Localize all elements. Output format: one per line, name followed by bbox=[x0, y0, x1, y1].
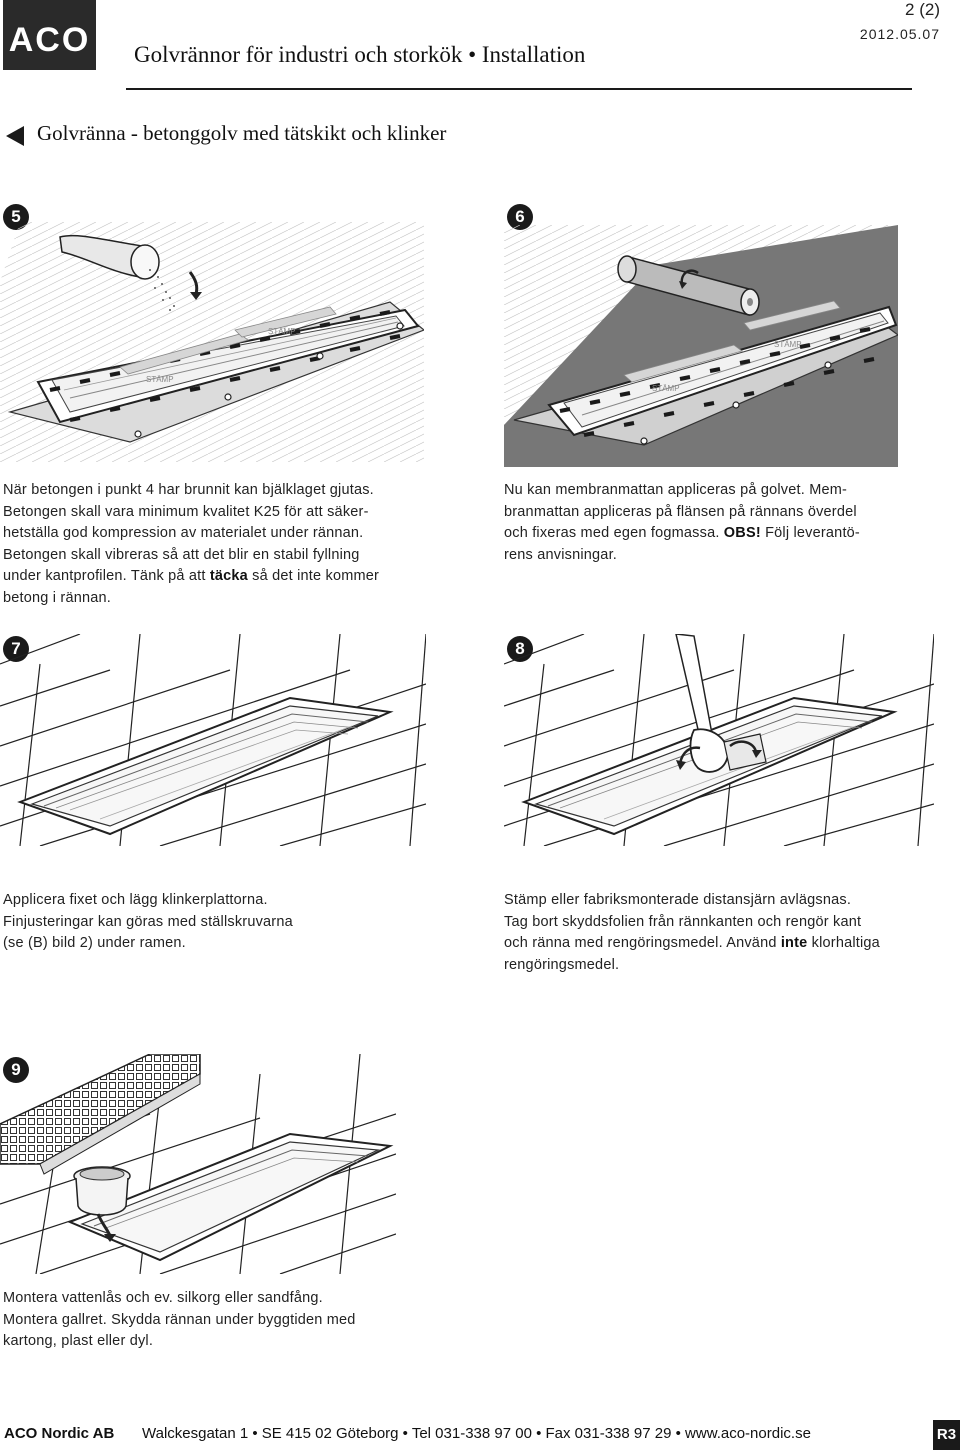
text-line: under kantprofilen. Tänk på att täcka så… bbox=[3, 568, 380, 584]
step-5-badge: 5 bbox=[3, 204, 29, 230]
text-line: hetställa god kompression av materialet … bbox=[3, 525, 364, 541]
text-line: rengöringsmedel. bbox=[504, 956, 620, 973]
document-title: Golvrännor för industri och storkök • In… bbox=[134, 42, 586, 67]
footer-company: ACO Nordic AB bbox=[4, 1425, 115, 1442]
text-line: När betongen i punkt 4 har brunnit kan b… bbox=[3, 482, 374, 498]
header-divider bbox=[126, 88, 912, 90]
stamp-label: STÄMP bbox=[652, 384, 680, 393]
text-line: Finjusteringar kan göras med ställskruva… bbox=[3, 913, 293, 930]
step-6-illustration: STÄMP STÄMP bbox=[504, 225, 898, 467]
step-9-badge: 9 bbox=[3, 1057, 29, 1083]
footer-address: Walckesgatan 1 • SE 415 02 Göteborg • Te… bbox=[142, 1425, 811, 1442]
logo-text: ACO bbox=[8, 20, 91, 59]
text-line: Applicera fixet och lägg klinkerplattorn… bbox=[3, 892, 268, 908]
document-date: 2012.05.07 bbox=[859, 26, 940, 42]
stamp-label: STÄMP bbox=[146, 375, 174, 384]
step-5-illustration: STÄMP STÄMP bbox=[0, 222, 424, 462]
text-line: Stämp eller fabriksmonterade distansjärn… bbox=[504, 892, 852, 908]
step-9-text: Montera vattenlås och ev. silkorg eller … bbox=[3, 1288, 423, 1353]
revision-badge: R3 bbox=[933, 1420, 960, 1450]
text-line: rens anvisningar. bbox=[504, 546, 618, 563]
text-line: betong i rännan. bbox=[3, 589, 112, 606]
step-7-badge: 7 bbox=[3, 636, 29, 662]
text-line: Betongen skall vibreras så att det blir … bbox=[3, 546, 360, 563]
step-5-text: När betongen i punkt 4 har brunnit kan b… bbox=[3, 480, 423, 609]
text-line: Nu kan membranmattan appliceras på golve… bbox=[504, 482, 848, 498]
section-title: Golvränna - betonggolv med tätskikt och … bbox=[37, 121, 447, 145]
stamp-label: STÄMP bbox=[268, 327, 296, 336]
step-6-text: Nu kan membranmattan appliceras på golve… bbox=[504, 480, 924, 566]
step-8-text: Stämp eller fabriksmonterade distansjärn… bbox=[504, 890, 924, 976]
text-line: Betongen skall vara minimum kvalitet K25… bbox=[3, 503, 369, 520]
text-line: och ränna med rengöringsmedel. Använd in… bbox=[504, 935, 880, 951]
stamp-label: STÄMP bbox=[774, 340, 802, 349]
page-number: 2 (2) bbox=[905, 0, 940, 19]
text-line: kartong, plast eller dyl. bbox=[3, 1333, 154, 1349]
text-line: (se (B) bild 2) under ramen. bbox=[3, 935, 186, 951]
text-line: och fixeras med egen fogmassa. OBS! Följ… bbox=[504, 525, 860, 541]
step-9-illustration bbox=[0, 1054, 396, 1274]
step-8-illustration bbox=[504, 634, 934, 846]
text-line: Montera vattenlås och ev. silkorg eller … bbox=[3, 1290, 323, 1306]
back-arrow-icon[interactable] bbox=[6, 126, 24, 146]
text-line: Montera gallret. Skydda rännan under byg… bbox=[3, 1311, 356, 1328]
text-line: Tag bort skyddsfolien från rännkanten oc… bbox=[504, 913, 862, 930]
aco-logo: ACO bbox=[3, 0, 96, 70]
text-line: branmattan appliceras på flänsen på ränn… bbox=[504, 503, 857, 520]
step-7-text: Applicera fixet och lägg klinkerplattorn… bbox=[3, 890, 423, 955]
step-7-illustration bbox=[0, 634, 426, 846]
